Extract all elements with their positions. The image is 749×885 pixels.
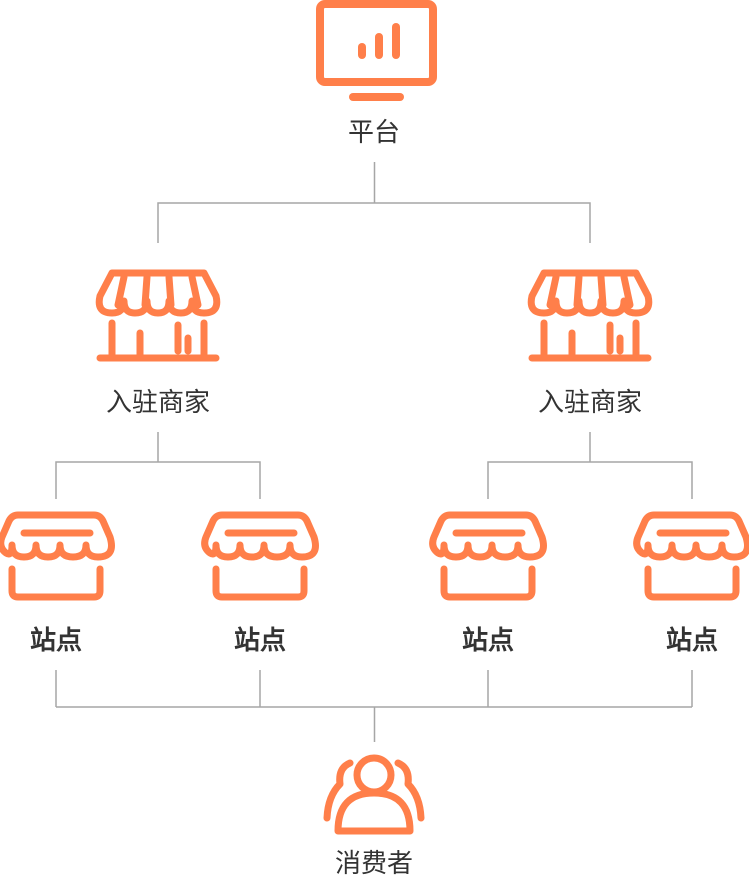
shop-awning-icon	[637, 515, 748, 597]
connector-merchant2-stations	[487, 432, 693, 499]
shop-awning-icon	[205, 515, 316, 597]
connectors	[55, 162, 693, 742]
connector-merchant1-stations	[55, 432, 261, 499]
node-station-label: 站点	[461, 626, 515, 656]
node-station-label: 站点	[665, 626, 719, 656]
node-merchant-label: 入驻商家	[105, 388, 211, 418]
shop-awning-icon	[1, 515, 112, 597]
shop-awning-icon	[433, 515, 544, 597]
node-station-label: 站点	[29, 626, 83, 656]
node-merchant-label: 入驻商家	[537, 388, 643, 418]
connector-stations-consumer	[55, 670, 693, 742]
node-station-label: 站点	[233, 626, 287, 656]
storefront-icon	[99, 273, 217, 358]
connector-platform-merchants	[157, 162, 591, 243]
storefront-icon	[531, 273, 649, 358]
users-group-icon	[323, 754, 425, 835]
monitor-chart-icon	[316, 0, 437, 101]
node-consumer-label: 消费者	[334, 849, 414, 879]
node-platform-label: 平台	[347, 118, 401, 148]
